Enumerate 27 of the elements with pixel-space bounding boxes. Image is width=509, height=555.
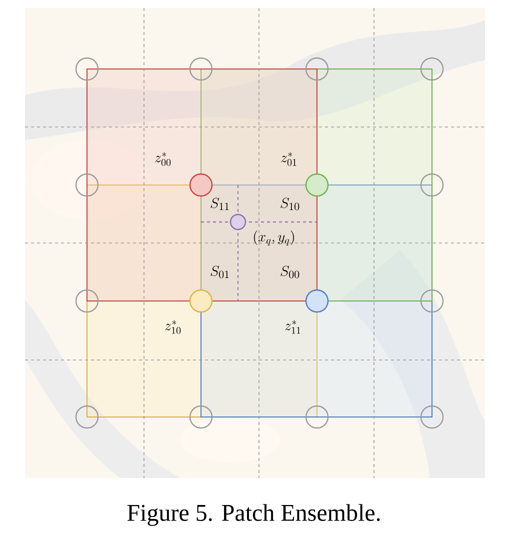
- query-point: [230, 214, 246, 230]
- point-label: $z^{*}_{01}$: [281, 152, 296, 166]
- region-label: $S_{10}$: [280, 198, 300, 210]
- vertex-circle: [75, 289, 99, 313]
- vertex-circle: [75, 173, 99, 197]
- point-label: $(x_q, y_q)$: [254, 230, 294, 246]
- anchor-circle: [305, 289, 329, 313]
- point-label: $z^{*}_{11}$: [285, 320, 300, 334]
- vertex-circle: [75, 57, 99, 81]
- vertex-circle: [189, 405, 213, 429]
- vertex-circle: [75, 405, 99, 429]
- vertex-circle: [189, 57, 213, 81]
- region-label: $S_{00}$: [280, 266, 300, 278]
- anchor-circle: [305, 173, 329, 197]
- anchor-circle: [189, 289, 213, 313]
- point-label: $z^{*}_{00}$: [155, 152, 171, 166]
- vertex-circle: [420, 289, 444, 313]
- vertex-circle: [420, 57, 444, 81]
- region-label: $S_{01}$: [210, 266, 229, 278]
- vertex-circle: [420, 405, 444, 429]
- caption: Figure 5. Patch Ensemble.: [127, 504, 380, 526]
- region-label: $S_{11}$: [210, 198, 229, 210]
- vertex-circle: [420, 173, 444, 197]
- vertex-circle: [305, 405, 329, 429]
- vertex-circle: [305, 57, 329, 81]
- anchor-circle: [189, 173, 213, 197]
- point-label: $z^{*}_{10}$: [165, 320, 181, 334]
